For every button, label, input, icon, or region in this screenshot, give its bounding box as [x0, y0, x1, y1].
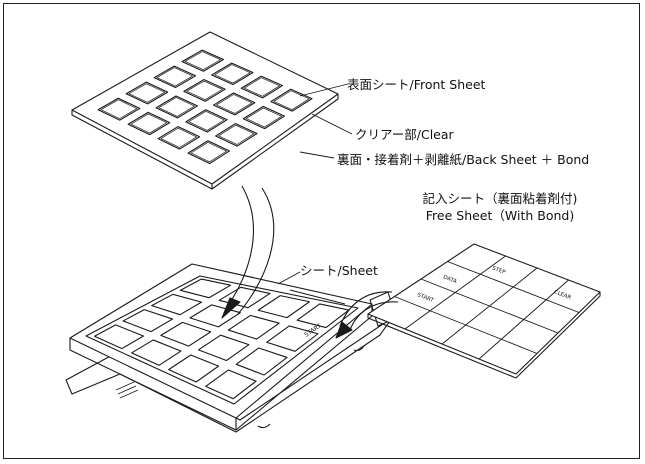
- front-key-r2c3: [212, 92, 256, 116]
- base-key-r1c3: [257, 295, 310, 319]
- front-key-window-r2c3: [216, 94, 253, 114]
- front-sheet: [71, 31, 339, 190]
- label-free-sheet-en: Free Sheet（With Bond): [425, 208, 575, 223]
- keypad-base: [65, 263, 397, 433]
- front-key-r1c2: [211, 62, 254, 86]
- label-clear: クリアー部/Clear: [355, 127, 454, 142]
- front-key-r1c4: [270, 88, 313, 112]
- base-key-r2c4: [266, 325, 319, 352]
- front-key-window-r2c1: [156, 67, 194, 87]
- front-key-r4c3: [157, 126, 201, 150]
- base-key-r3c3: [197, 334, 250, 362]
- arrow-front-to-base: [221, 185, 275, 319]
- label-back-sheet: 裏面・接着剤＋剥離紙/Back Sheet ＋ Bond: [337, 152, 590, 167]
- front-key-r2c1: [153, 65, 197, 89]
- label-front-sheet: 表面シート/Front Sheet: [347, 77, 486, 92]
- free-sheet-key-label: START: [416, 292, 435, 304]
- label-sheet: シート/Sheet: [300, 263, 378, 278]
- front-key-r3c1: [125, 81, 169, 105]
- front-key-window-r1c4: [273, 90, 310, 110]
- front-key-window-r4c4: [190, 141, 227, 163]
- base-key-r2c3: [227, 314, 280, 340]
- front-key-r4c1: [97, 97, 141, 121]
- front-key-window-r1c3: [243, 77, 280, 97]
- base-key-r3c4: [235, 347, 288, 376]
- arrow-freesheet-to-base: [335, 291, 399, 339]
- front-key-r1c1: [181, 49, 225, 72]
- front-key-r3c4: [215, 123, 258, 147]
- free-sheet-key-label: DATA: [442, 274, 458, 285]
- free-sheet-key-label: STEP: [491, 265, 507, 276]
- free-sheet-gridline-col: [478, 279, 569, 360]
- base-key-r1c1: [179, 278, 232, 299]
- front-key-r3c3: [185, 109, 228, 133]
- front-key-window-r2c2: [186, 80, 223, 101]
- front-key-window-r2c4: [245, 107, 282, 128]
- front-key-window-r4c2: [130, 113, 168, 134]
- front-key-r1c3: [240, 75, 284, 99]
- base-key-r4c2: [131, 339, 182, 366]
- front-key-r2c2: [183, 78, 226, 102]
- front-key-r4c2: [127, 111, 171, 136]
- free-sheet-gridline-row: [394, 296, 538, 354]
- front-key-window-r4c3: [160, 127, 198, 148]
- free-sheet: [367, 243, 601, 379]
- front-key-r2c4: [242, 105, 286, 130]
- front-key-window-r3c1: [128, 83, 166, 103]
- leader-lines: [277, 83, 353, 285]
- front-key-r3c2: [155, 95, 198, 119]
- front-key-window-r3c2: [158, 97, 195, 117]
- diagram-frame: [3, 3, 640, 459]
- base-key-r4c3: [168, 354, 220, 383]
- front-key-window-r1c1: [184, 51, 221, 71]
- front-key-window-r3c4: [218, 124, 255, 145]
- label-free-sheet-jp: 記入シート（裏面粘着剤付): [422, 191, 578, 206]
- base-key-r3c1: [122, 309, 174, 333]
- free-sheet-gridline-row: [420, 278, 559, 334]
- base-key-r4c1: [93, 324, 145, 350]
- front-key-window-r3c3: [188, 110, 225, 131]
- front-key-window-r4c1: [100, 99, 138, 119]
- base-key-r3c2: [160, 321, 212, 347]
- base-key-r1c4: [296, 303, 350, 329]
- base-key-r4c4: [205, 369, 257, 400]
- front-key-r4c4: [187, 140, 231, 165]
- front-key-window-r1c2: [214, 64, 251, 84]
- base-key-r1c2: [218, 286, 271, 309]
- base-key-r2c1: [151, 293, 203, 316]
